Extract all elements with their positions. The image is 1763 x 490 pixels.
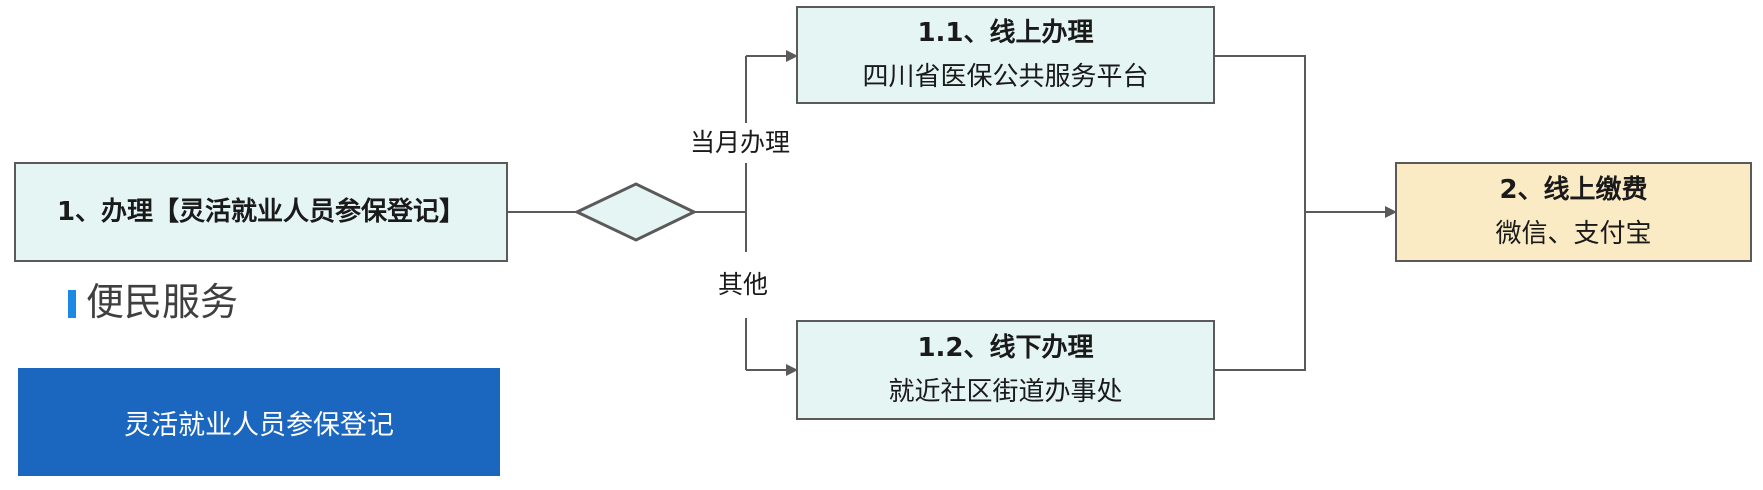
step2-box: 2、线上缴费 微信、支付宝 (1395, 162, 1752, 262)
step1-title: 1、办理【灵活就业人员参保登记】 (56, 197, 466, 227)
step1-box: 1、办理【灵活就业人员参保登记】 (14, 162, 508, 262)
online-subtitle: 四川省医保公共服务平台 (862, 62, 1149, 92)
offline-box: 1.2、线下办理 就近社区街道办事处 (796, 320, 1215, 420)
connector-offline-merge (1215, 212, 1306, 371)
offline-title: 1.2、线下办理 (917, 333, 1094, 363)
offline-subtitle: 就近社区街道办事处 (888, 377, 1123, 407)
step2-title: 2、线上缴费 (1499, 175, 1648, 205)
step2-subtitle: 微信、支付宝 (1495, 219, 1652, 249)
service-accent-bar (68, 290, 76, 318)
online-title: 1.1、线上办理 (917, 18, 1094, 48)
register-button[interactable]: 灵活就业人员参保登记 (18, 368, 500, 476)
service-title: 便民服务 (86, 280, 239, 324)
label-other: 其他 (718, 270, 769, 299)
connector-online-merge (1215, 55, 1306, 212)
label-current-month: 当月办理 (690, 128, 791, 157)
decision-diamond (573, 182, 698, 242)
online-box: 1.1、线上办理 四川省医保公共服务平台 (796, 6, 1215, 104)
